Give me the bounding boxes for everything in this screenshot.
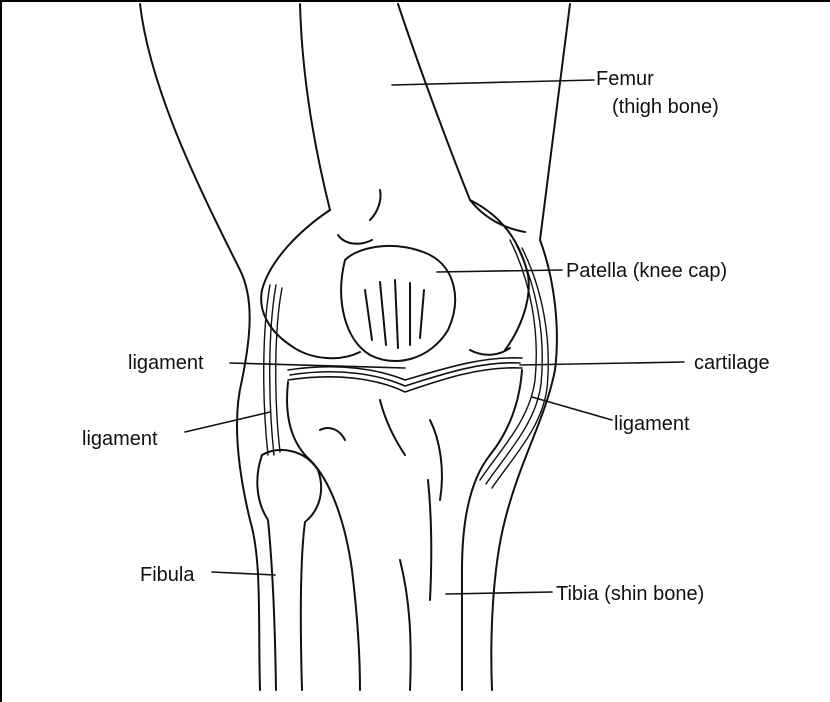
fibula-leader [212,572,275,575]
label-femur-sub: (thigh bone) [612,96,719,118]
label-ligament-left-upper: ligament [128,352,204,374]
fibula-bone [257,450,321,690]
label-patella: Patella (knee cap) [566,260,727,282]
label-femur: Femur [596,68,654,90]
tibia-bone [287,370,522,690]
label-fibula: Fibula [140,564,194,586]
label-ligament-right: ligament [614,413,690,435]
cartilage-band [288,358,522,392]
femur-leader [392,80,594,85]
femur-bone [261,190,529,358]
label-tibia: Tibia (shin bone) [556,583,704,605]
leg-outline [140,4,570,690]
leader-lines [185,80,684,594]
label-ligament-left-lower: ligament [82,428,158,450]
label-cartilage: cartilage [694,352,770,374]
ligament-lower-leader [185,412,270,432]
ligament-bands [264,240,549,488]
cartilage-leader [520,362,684,365]
patella-bone [341,246,455,361]
patella-leader [437,270,562,272]
